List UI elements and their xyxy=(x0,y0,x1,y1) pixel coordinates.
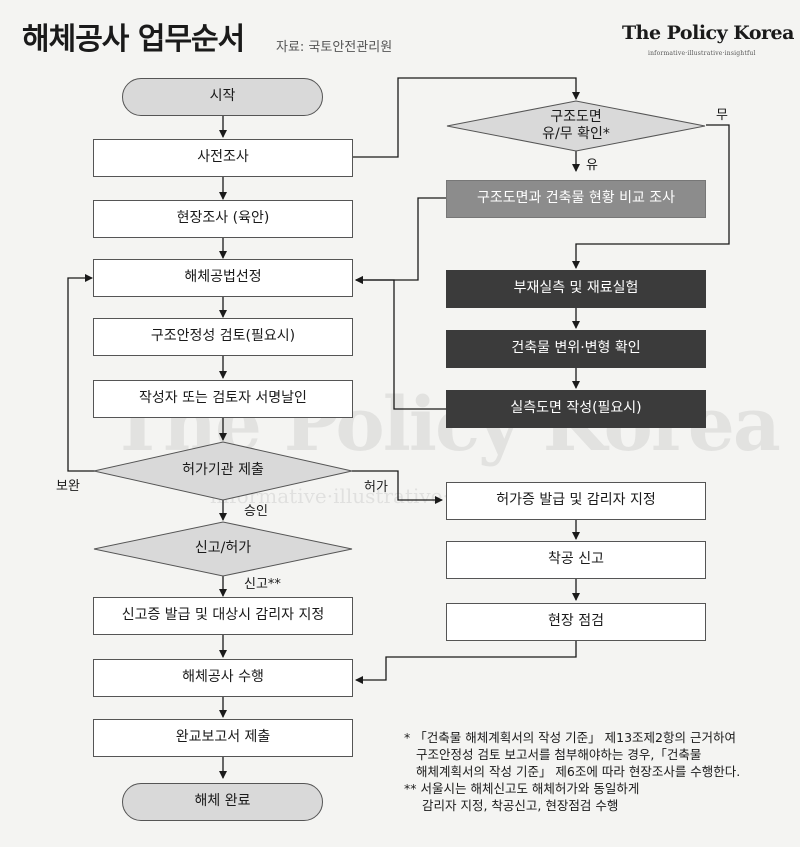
certificate-step: 신고증 발급 및 대상시 감리자 지정 xyxy=(93,597,353,635)
footnotes: * 「건축물 해체계획서의 작성 기준」 제13조제2항의 근거하여 구조안정성… xyxy=(404,729,774,814)
permit-label: 허가 xyxy=(364,480,388,495)
perform-demolition-step: 해체공사 수행 xyxy=(93,659,353,697)
drawing-check-shape xyxy=(446,100,706,152)
end-node: 해체 완료 xyxy=(122,783,323,821)
as-built-drawing-step: 실측도면 작성(필요시) xyxy=(446,390,706,428)
start-notice-step: 착공 신고 xyxy=(446,541,706,579)
brand-tagline: informative·illustrative·insightful xyxy=(648,50,756,57)
compare-survey-step: 구조도면과 건축물 현황 비교 조사 xyxy=(446,180,706,218)
drawing-check-line2: 유/무 확인* xyxy=(542,126,610,142)
drawing-check-line1: 구조도면 xyxy=(550,108,602,125)
permit-issue-step: 허가증 발급 및 감리자 지정 xyxy=(446,482,706,520)
notice-label: 신고** xyxy=(244,577,281,592)
footnote-2-line2: 감리자 지정, 착공신고, 현장점검 수행 xyxy=(422,798,619,813)
brand-logo: The Policy Korea xyxy=(622,22,794,44)
submit-decision-shape xyxy=(93,441,353,501)
drawing-check-decision: 구조도면 유/무 확인* xyxy=(446,100,706,152)
deformation-check-step: 건축물 변위·변형 확인 xyxy=(446,330,706,368)
method-selection-step: 해체공법선정 xyxy=(93,259,353,297)
page-title: 해체공사 업무순서 xyxy=(22,22,245,57)
revise-label: 보완 xyxy=(56,479,80,494)
report-decision-shape xyxy=(93,521,353,577)
site-survey-step: 현장조사 (육안) xyxy=(93,200,353,238)
site-inspection-step: 현장 점검 xyxy=(446,603,706,641)
footnote-1-line1: * 「건축물 해체계획서의 작성 기준」 제13조제2항의 근거하여 xyxy=(404,730,736,745)
yes-label: 유 xyxy=(586,158,598,173)
completion-report-step: 완교보고서 제출 xyxy=(93,719,353,757)
submit-decision: 허가기관 제출 xyxy=(182,462,264,479)
pre-survey-step: 사전조사 xyxy=(93,139,353,177)
source-label: 자료: 국토안전관리원 xyxy=(276,40,393,55)
start-node: 시작 xyxy=(122,78,323,116)
structural-safety-step: 구조안정성 검토(필요시) xyxy=(93,318,353,356)
signature-step: 작성자 또는 검토자 서명날인 xyxy=(93,380,353,418)
no-label: 무 xyxy=(716,108,728,123)
approve-label: 승인 xyxy=(244,504,268,519)
footnote-1-line2: 구조안정성 검토 보고서를 첨부해야하는 경우,「건축물 xyxy=(416,747,702,762)
footnote-2-line1: ** 서울시는 해체신고도 해체허가와 동일하게 xyxy=(404,781,640,796)
measurement-step: 부재실측 및 재료실험 xyxy=(446,270,706,308)
footnote-1-line3: 해체계획서의 작성 기준」 제6조에 따라 현장조사를 수행한다. xyxy=(416,764,741,779)
report-decision: 신고/허가 xyxy=(194,540,252,557)
